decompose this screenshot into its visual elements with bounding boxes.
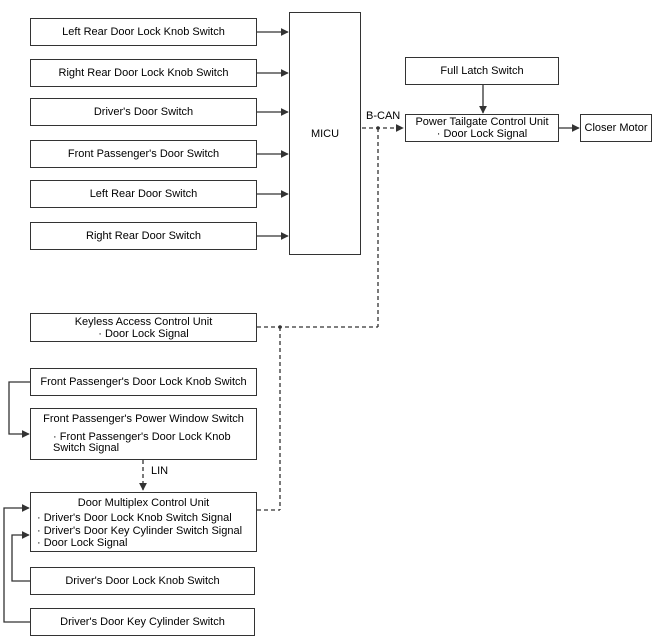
- right-rear-door-switch-box: Right Rear Door Switch: [30, 222, 257, 250]
- drivers-door-key-cylinder-switch-box: Driver's Door Key Cylinder Switch: [30, 608, 255, 636]
- micu-label: MICU: [310, 127, 340, 140]
- full-latch-switch-label: Full Latch Switch: [440, 65, 524, 77]
- power-tailgate-door-lock-signal: · Door Lock Signal: [436, 128, 528, 140]
- lin-label: LIN: [151, 465, 169, 477]
- full-latch-switch-box: Full Latch Switch: [405, 57, 559, 85]
- left-rear-door-switch-box: Left Rear Door Switch: [30, 180, 257, 208]
- keyless-door-lock-signal: · Door Lock Signal: [98, 327, 189, 340]
- drivers-door-switch-label: Driver's Door Switch: [93, 106, 194, 118]
- power-tailgate-title: Power Tailgate Control Unit: [415, 116, 549, 128]
- keyless-access-control-unit-box: Keyless Access Control Unit · Door Lock …: [30, 313, 257, 342]
- power-window-signal-line2: Switch Signal: [53, 442, 120, 454]
- closer-motor-box: Closer Motor: [580, 114, 652, 142]
- front-passengers-door-switch-box: Front Passenger's Door Switch: [30, 140, 257, 168]
- arrow-fp-knob-to-power-window: [8, 381, 30, 438]
- front-passengers-door-switch-label: Front Passenger's Door Switch: [67, 148, 220, 160]
- micu-box: MICU: [289, 12, 361, 255]
- left-rear-door-lock-knob-switch-label: Left Rear Door Lock Knob Switch: [62, 26, 225, 38]
- keyless-access-title: Keyless Access Control Unit: [74, 315, 213, 328]
- right-rear-door-lock-knob-switch-label: Right Rear Door Lock Knob Switch: [58, 67, 229, 79]
- multiplex-signal-key-cylinder: · Driver's Door Key Cylinder Switch Sign…: [37, 525, 243, 537]
- drivers-door-switch-box: Driver's Door Switch: [30, 98, 257, 126]
- right-rear-door-switch-label: Right Rear Door Switch: [86, 230, 201, 242]
- power-window-signal-line1: · Front Passenger's Door Lock Knob: [53, 431, 231, 443]
- drivers-door-lock-knob-switch-box: Driver's Door Lock Knob Switch: [30, 567, 255, 595]
- front-passengers-power-window-switch-box: Front Passenger's Power Window Switch · …: [30, 408, 257, 460]
- power-tailgate-control-unit-box: Power Tailgate Control Unit · Door Lock …: [405, 114, 559, 142]
- front-passengers-door-lock-knob-switch-label: Front Passenger's Door Lock Knob Switch: [40, 376, 247, 388]
- power-window-switch-title: Front Passenger's Power Window Switch: [43, 413, 244, 425]
- b-can-label: B-CAN: [366, 110, 401, 122]
- b-can-bus-line: [257, 124, 404, 511]
- door-multiplex-control-unit-box: Door Multiplex Control Unit · Driver's D…: [30, 492, 257, 552]
- left-rear-door-switch-label: Left Rear Door Switch: [89, 188, 198, 200]
- arrow-key-cylinder-to-multiplex: [3, 504, 30, 623]
- multiplex-signal-knob: · Driver's Door Lock Knob Switch Signal: [37, 512, 232, 524]
- b-can-junction-dot: [376, 126, 380, 130]
- front-passengers-door-lock-knob-switch-box: Front Passenger's Door Lock Knob Switch: [30, 368, 257, 396]
- right-rear-door-lock-knob-switch-box: Right Rear Door Lock Knob Switch: [30, 59, 257, 87]
- arrow-driver-knob-to-multiplex: [11, 531, 30, 582]
- door-multiplex-title: Door Multiplex Control Unit: [77, 497, 210, 509]
- multiplex-signal-door-lock: · Door Lock Signal: [37, 537, 128, 549]
- drivers-door-lock-knob-switch-label: Driver's Door Lock Knob Switch: [65, 575, 220, 587]
- drivers-door-key-cylinder-switch-label: Driver's Door Key Cylinder Switch: [60, 616, 225, 628]
- keyless-junction-dot: [278, 325, 282, 329]
- left-rear-door-lock-knob-switch-box: Left Rear Door Lock Knob Switch: [30, 18, 257, 46]
- closer-motor-label: Closer Motor: [584, 122, 648, 134]
